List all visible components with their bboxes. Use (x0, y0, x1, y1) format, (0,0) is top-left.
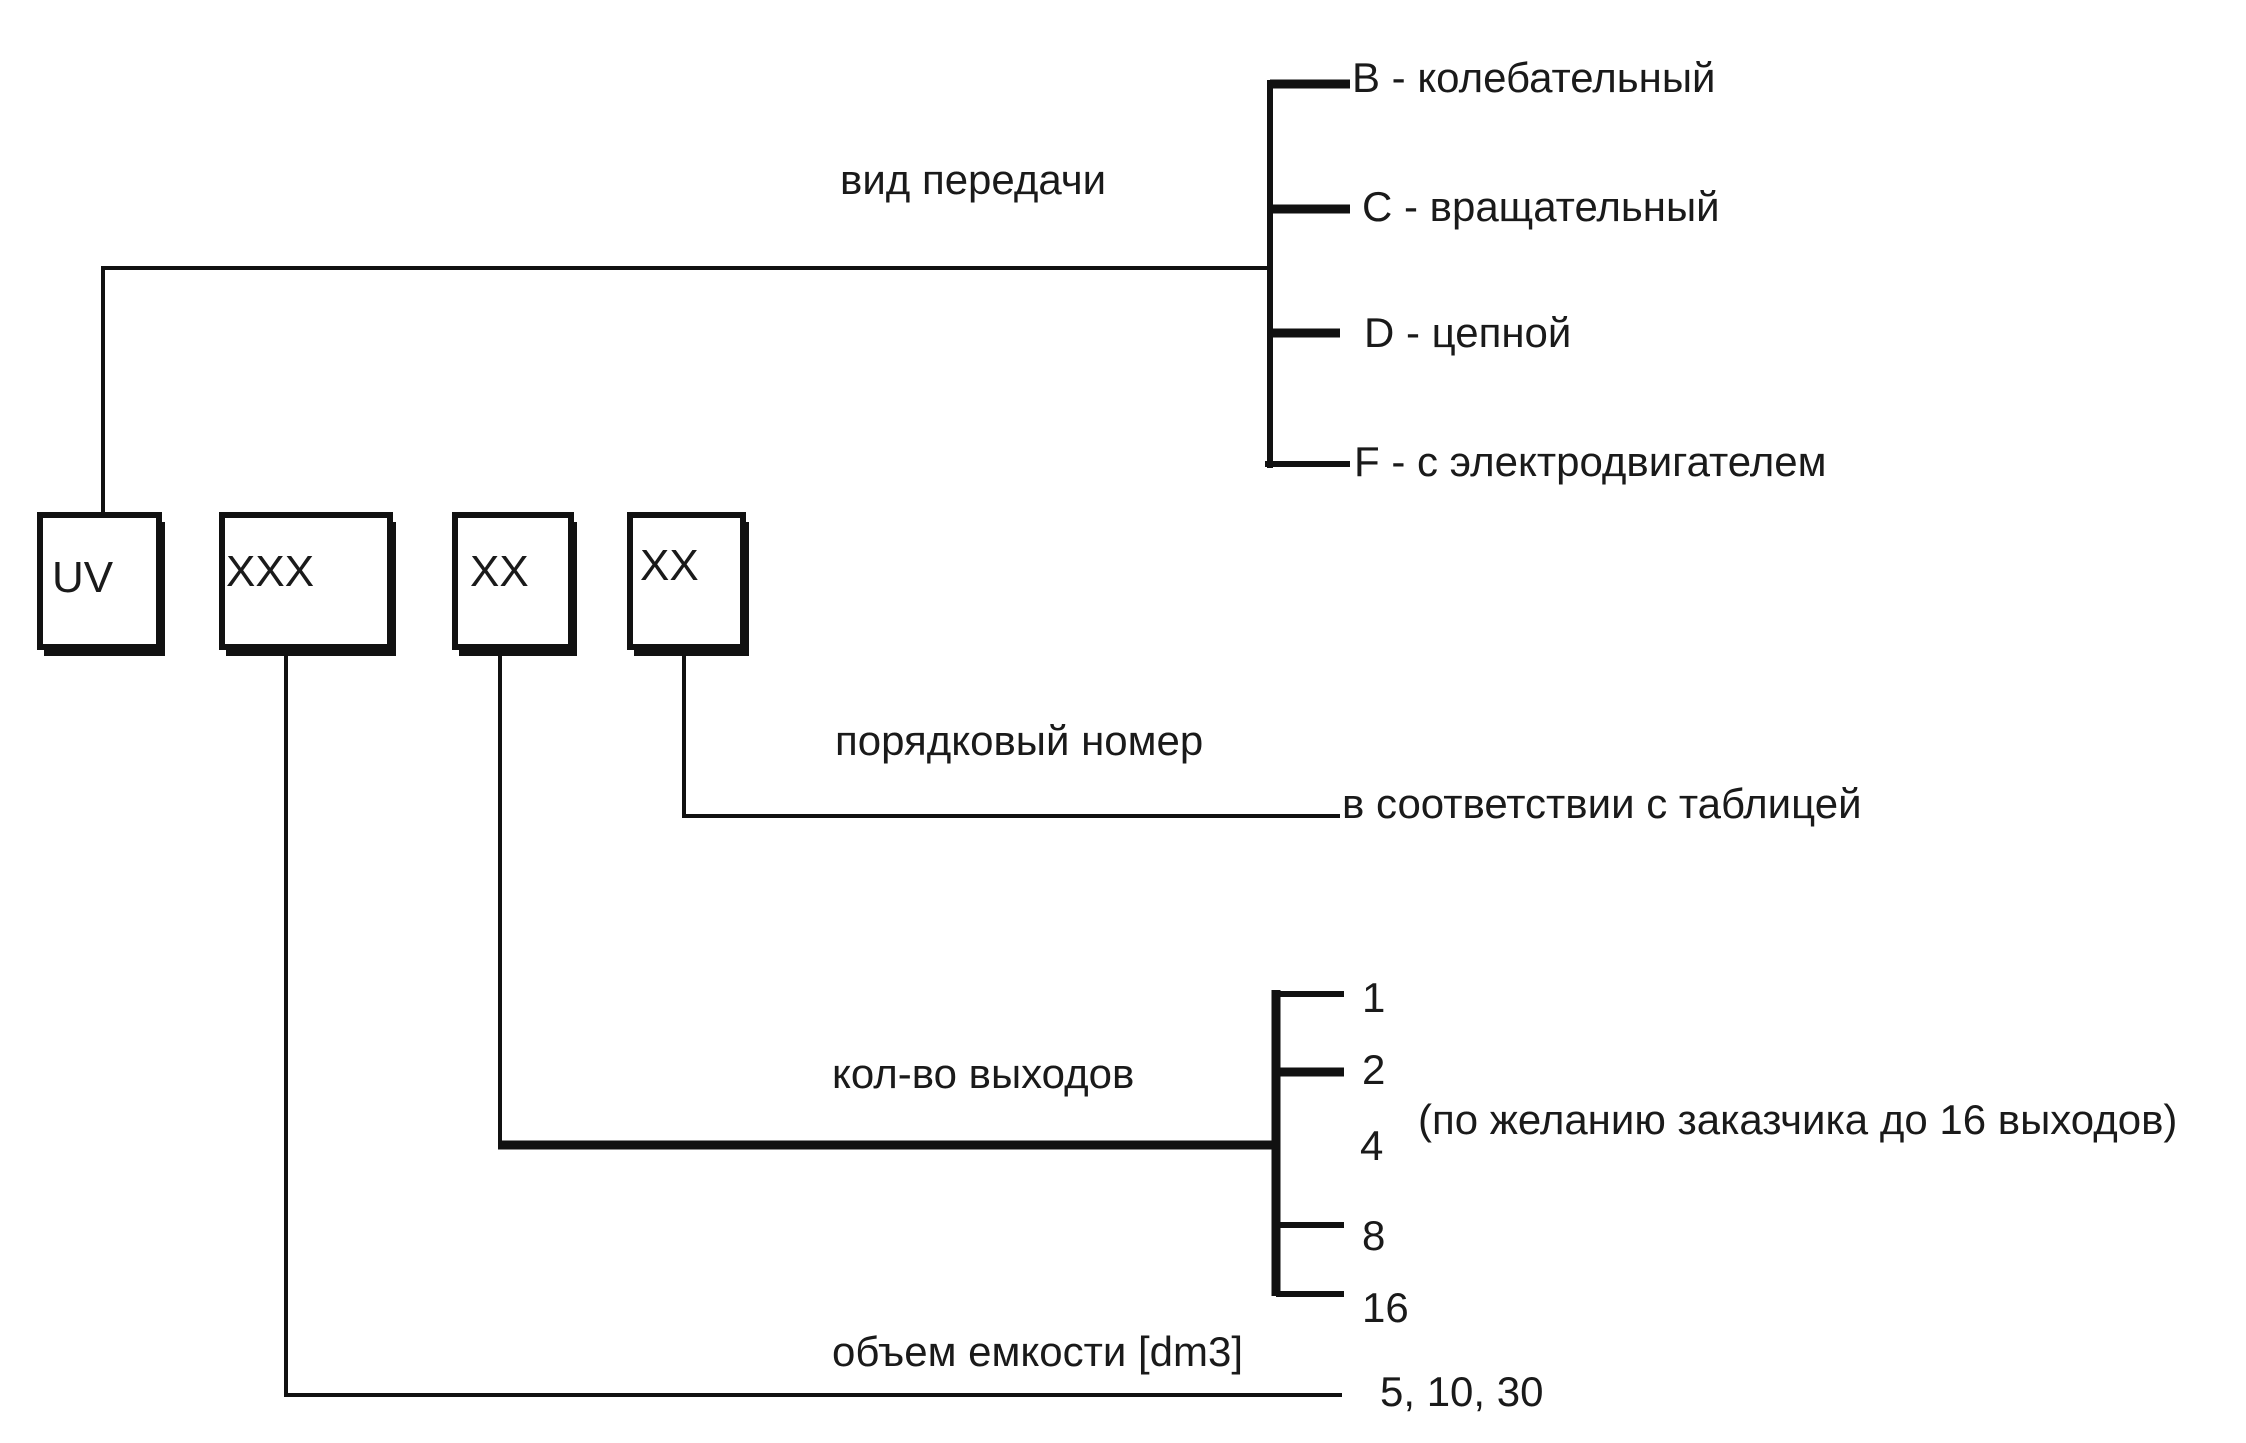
code-box-uv-label: UV (52, 553, 114, 602)
transmission-option-f: F - с электродвигателем (1354, 438, 1826, 485)
code-box-xx-serial: XX (627, 512, 749, 656)
code-box-xx-serial-label: XX (640, 541, 699, 590)
volume-values: 5, 10, 30 (1380, 1368, 1543, 1415)
serial-detail: в соответствии с таблицей (1342, 780, 1862, 827)
volume-branch: объем емкости [dm3] 5, 10, 30 (284, 652, 1543, 1415)
code-box-xxx: XXX (219, 512, 396, 656)
transmission-option-d: D - цепной (1364, 309, 1571, 356)
transmission-option-b: B - колебательный (1352, 54, 1716, 101)
outputs-note: (по желанию заказчика до 16 выходов) (1418, 1096, 2177, 1143)
outputs-title: кол-во выходов (832, 1050, 1134, 1097)
transmission-title: вид передачи (840, 156, 1106, 203)
transmission-branch: вид передачи B - колебательный C - враща… (101, 54, 1826, 515)
code-box-uv: UV (37, 512, 165, 656)
volume-connector-line (284, 652, 1342, 1397)
transmission-connector-line (101, 266, 1270, 515)
outputs-option-1: 1 (1362, 974, 1385, 1021)
serial-branch: порядковый номер в соответствии с таблиц… (682, 652, 1862, 827)
outputs-option-4: 4 (1360, 1122, 1383, 1169)
outputs-option-2: 2 (1362, 1046, 1385, 1093)
outputs-option-16: 16 (1362, 1284, 1409, 1331)
code-box-xx-outputs-label: XX (470, 547, 529, 596)
code-box-xx-outputs: XX (452, 512, 577, 656)
volume-title: объем емкости [dm3] (832, 1328, 1243, 1375)
transmission-option-c: C - вращательный (1362, 183, 1720, 230)
outputs-option-8: 8 (1362, 1212, 1385, 1259)
code-box-xxx-label: XXX (226, 547, 314, 596)
serial-connector-line (682, 652, 1340, 818)
outputs-branch: кол-во выходов 1 2 4 8 16 (по желанию за… (498, 652, 2177, 1331)
serial-title: порядковый номер (835, 717, 1203, 764)
